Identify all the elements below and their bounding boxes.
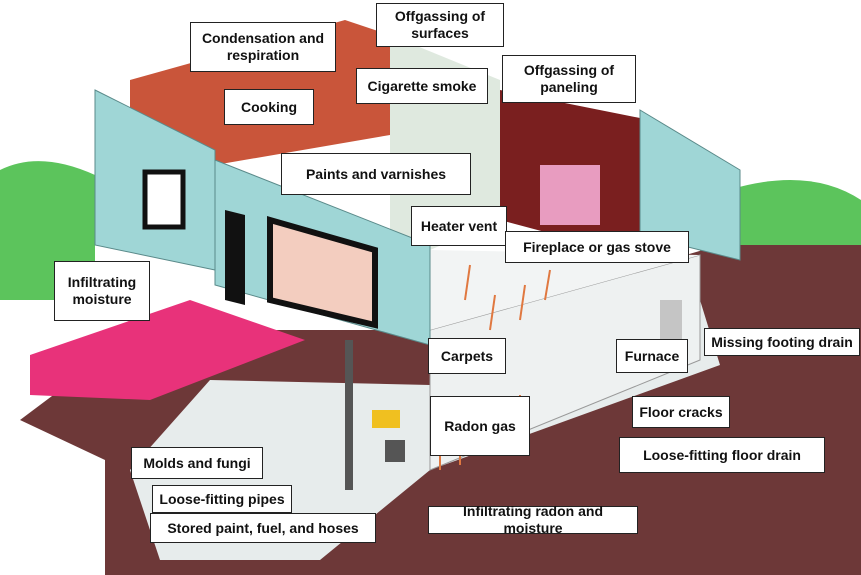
- label-offgassing-paneling: Offgassing of paneling: [502, 55, 636, 103]
- label-loose-pipes: Loose-fitting pipes: [152, 485, 292, 513]
- side-window: [142, 169, 186, 230]
- label-fireplace-gas-stove: Fireplace or gas stove: [505, 231, 689, 263]
- fireplace: [540, 165, 600, 225]
- front-door: [225, 210, 245, 305]
- label-missing-footing-drain: Missing footing drain: [704, 328, 860, 356]
- label-stored-paint: Stored paint, fuel, and hoses: [150, 513, 376, 543]
- label-infiltrating-radon: Infiltrating radon and moisture: [428, 503, 638, 536]
- label-heater-vent: Heater vent: [411, 206, 507, 246]
- label-cigarette-smoke: Cigarette smoke: [356, 68, 488, 104]
- walkway: [30, 300, 305, 400]
- label-molds-fungi: Molds and fungi: [131, 447, 263, 479]
- label-paints-varnishes: Paints and varnishes: [281, 153, 471, 195]
- label-infiltrating-moisture: Infiltrating moisture: [54, 261, 150, 321]
- stored-can: [385, 440, 405, 462]
- right-siding-wall: [639, 109, 741, 261]
- stored-paint: [372, 410, 400, 428]
- label-furnace: Furnace: [616, 339, 688, 373]
- front-window: [267, 216, 378, 329]
- drain-pipe: [660, 300, 682, 350]
- label-condensation-respiration: Condensation and respiration: [190, 22, 336, 72]
- label-radon-gas: Radon gas: [430, 396, 530, 456]
- label-loose-floor-drain: Loose-fitting floor drain: [619, 437, 825, 473]
- label-offgassing-surfaces: Offgassing of surfaces: [376, 3, 504, 47]
- label-cooking: Cooking: [224, 89, 314, 125]
- label-floor-cracks: Floor cracks: [632, 396, 730, 428]
- label-carpets: Carpets: [428, 338, 506, 374]
- support-pipe: [345, 340, 353, 490]
